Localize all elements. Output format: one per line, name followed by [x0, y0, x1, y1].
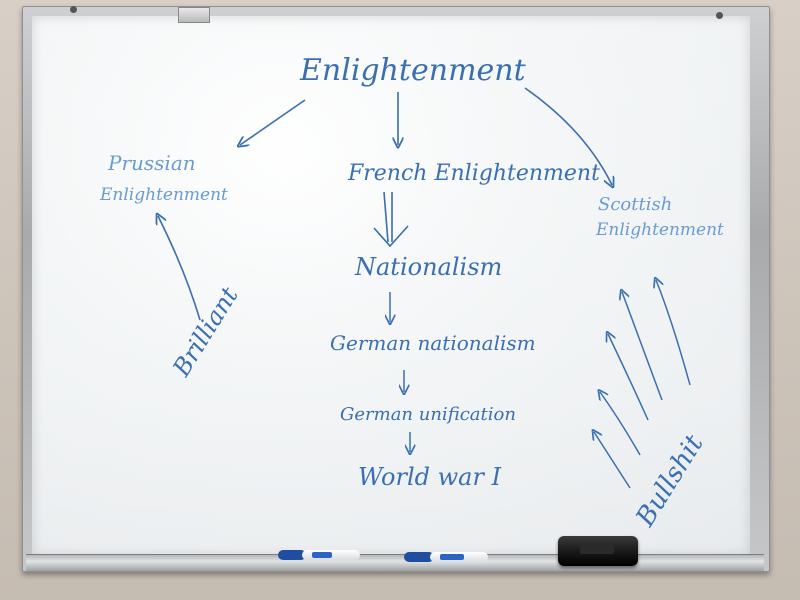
arrow-to-prussian — [240, 99, 306, 145]
screw-icon — [716, 12, 723, 19]
eraser[interactable] — [558, 536, 638, 566]
arrow-bullshit-5 — [594, 432, 631, 489]
whiteboard-surface — [32, 16, 750, 556]
node-nationalism: Nationalism — [354, 253, 502, 281]
node-french: French Enlightenment — [347, 161, 600, 186]
node-german-nationalism: German nationalism — [330, 331, 536, 355]
annotation-brilliant: Brilliant — [167, 282, 244, 382]
arrow-brilliant — [158, 216, 201, 321]
node-enlightenment: Enlightenment — [299, 53, 527, 88]
arrow-to-scottish — [524, 87, 612, 185]
arrow-bullshit-4 — [600, 392, 641, 456]
blue-marker[interactable] — [404, 552, 488, 563]
node-world-war: World war I — [358, 463, 502, 491]
blue-marker[interactable] — [278, 550, 360, 561]
marker-tray — [26, 554, 764, 571]
node-german-unification: German unification — [340, 404, 516, 425]
screw-icon — [70, 6, 77, 13]
node-prussian-line1: Prussian — [107, 151, 196, 175]
node-scottish-line2: Enlightenment — [595, 220, 724, 240]
arrowhead — [373, 225, 409, 248]
arrow-bullshit-1 — [622, 292, 663, 401]
node-prussian-line2: Enlightenment — [99, 185, 228, 205]
arrow-bullshit-2 — [656, 280, 691, 386]
arrow-to-nationalism — [383, 191, 393, 243]
board-clip — [178, 7, 210, 23]
eraser-logo — [580, 544, 614, 554]
arrow-bullshit-3 — [608, 334, 649, 421]
annotation-bullshit: Bullshit — [630, 429, 710, 532]
node-scottish-line1: Scottish — [598, 194, 672, 215]
